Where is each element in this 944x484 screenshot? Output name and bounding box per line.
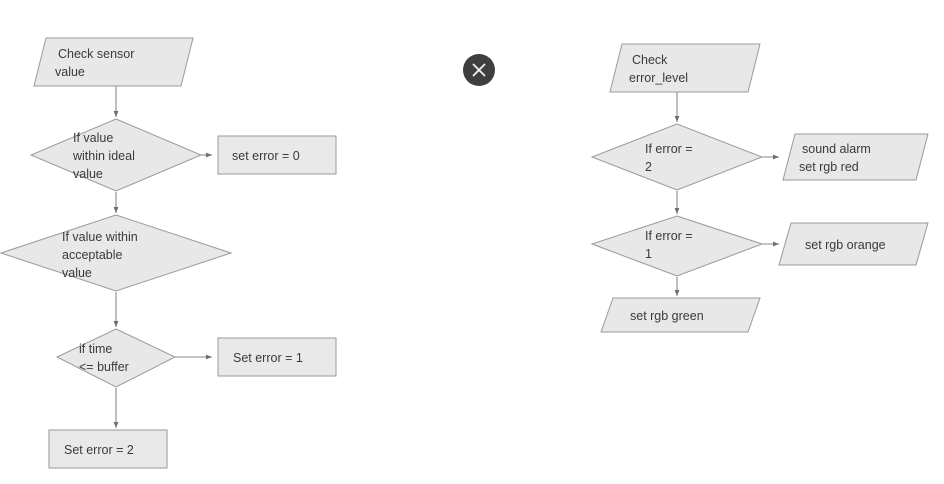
- node-sound-alarm-set-rgb-red[interactable]: sound alarm set rgb red: [782, 133, 929, 181]
- rectangle-shape: [48, 429, 168, 469]
- node-text-line-2: error_level: [629, 71, 688, 85]
- node-text-line-2: 1: [645, 247, 652, 261]
- node-if-value-within-ideal[interactable]: If value within ideal value: [29, 118, 203, 192]
- node-set-error-2[interactable]: Set error = 2: [48, 429, 168, 469]
- diagram-sensor-error-flowchart: Check sensor value If value within ideal…: [0, 37, 337, 469]
- node-set-error-0[interactable]: set error = 0: [217, 135, 337, 175]
- parallelogram-shape: [609, 43, 761, 93]
- node-text-line-2: set rgb red: [799, 160, 859, 174]
- close-button[interactable]: [463, 54, 495, 86]
- parallelogram-shape: [33, 37, 194, 87]
- node-text-line-1: Set error = 1: [233, 351, 303, 365]
- node-if-value-within-acceptable[interactable]: If value within acceptable value: [0, 214, 233, 292]
- parallelogram-shape: [778, 222, 929, 266]
- diamond-shape: [590, 123, 764, 191]
- node-text-line-1: sound alarm: [802, 142, 871, 156]
- node-set-error-1[interactable]: Set error = 1: [217, 337, 337, 377]
- node-check-error-level[interactable]: Check error_level: [609, 43, 761, 93]
- diamond-shape: [0, 214, 233, 292]
- close-icon-stroke-2: [472, 63, 486, 77]
- node-check-sensor-value[interactable]: Check sensor value: [33, 37, 194, 87]
- node-if-time-buffer[interactable]: if time <= buffer: [55, 328, 177, 388]
- node-text-line-2: 2: [645, 160, 652, 174]
- parallelogram-shape: [782, 133, 929, 181]
- node-set-rgb-green[interactable]: set rgb green: [600, 297, 761, 333]
- node-text-line-2: <= buffer: [79, 360, 129, 374]
- node-text-line-2: acceptable: [62, 248, 123, 262]
- node-if-error-1[interactable]: If error = 1: [590, 215, 764, 277]
- rectangle-shape: [217, 135, 337, 175]
- parallelogram-shape: [600, 297, 761, 333]
- node-text-line-2: value: [55, 65, 85, 79]
- node-if-error-2[interactable]: If error = 2: [590, 123, 764, 191]
- node-text-line-1: If error =: [645, 142, 693, 156]
- node-text-line-1: Set error = 2: [64, 443, 134, 457]
- node-text-line-1: if time: [79, 342, 112, 356]
- diamond-shape: [590, 215, 764, 277]
- node-text-line-3: value: [73, 167, 103, 181]
- diamond-shape: [29, 118, 203, 192]
- node-text-line-1: If error =: [645, 229, 693, 243]
- node-text-line-1: Check: [632, 53, 668, 67]
- rectangle-shape: [217, 337, 337, 377]
- diagram-error-level-flowchart: Check error_level If error = 2 sound ala…: [590, 43, 929, 333]
- node-text-line-1: set rgb orange: [805, 238, 886, 252]
- node-text-line-1: If value: [73, 131, 113, 145]
- node-text-line-3: value: [62, 266, 92, 280]
- node-text-line-1: If value within: [62, 230, 138, 244]
- diamond-shape: [55, 328, 177, 388]
- node-text-line-1: set error = 0: [232, 149, 300, 163]
- node-text-line-2: within ideal: [72, 149, 135, 163]
- node-text-line-1: Check sensor: [58, 47, 134, 61]
- node-set-rgb-orange[interactable]: set rgb orange: [778, 222, 929, 266]
- node-text-line-1: set rgb green: [630, 309, 704, 323]
